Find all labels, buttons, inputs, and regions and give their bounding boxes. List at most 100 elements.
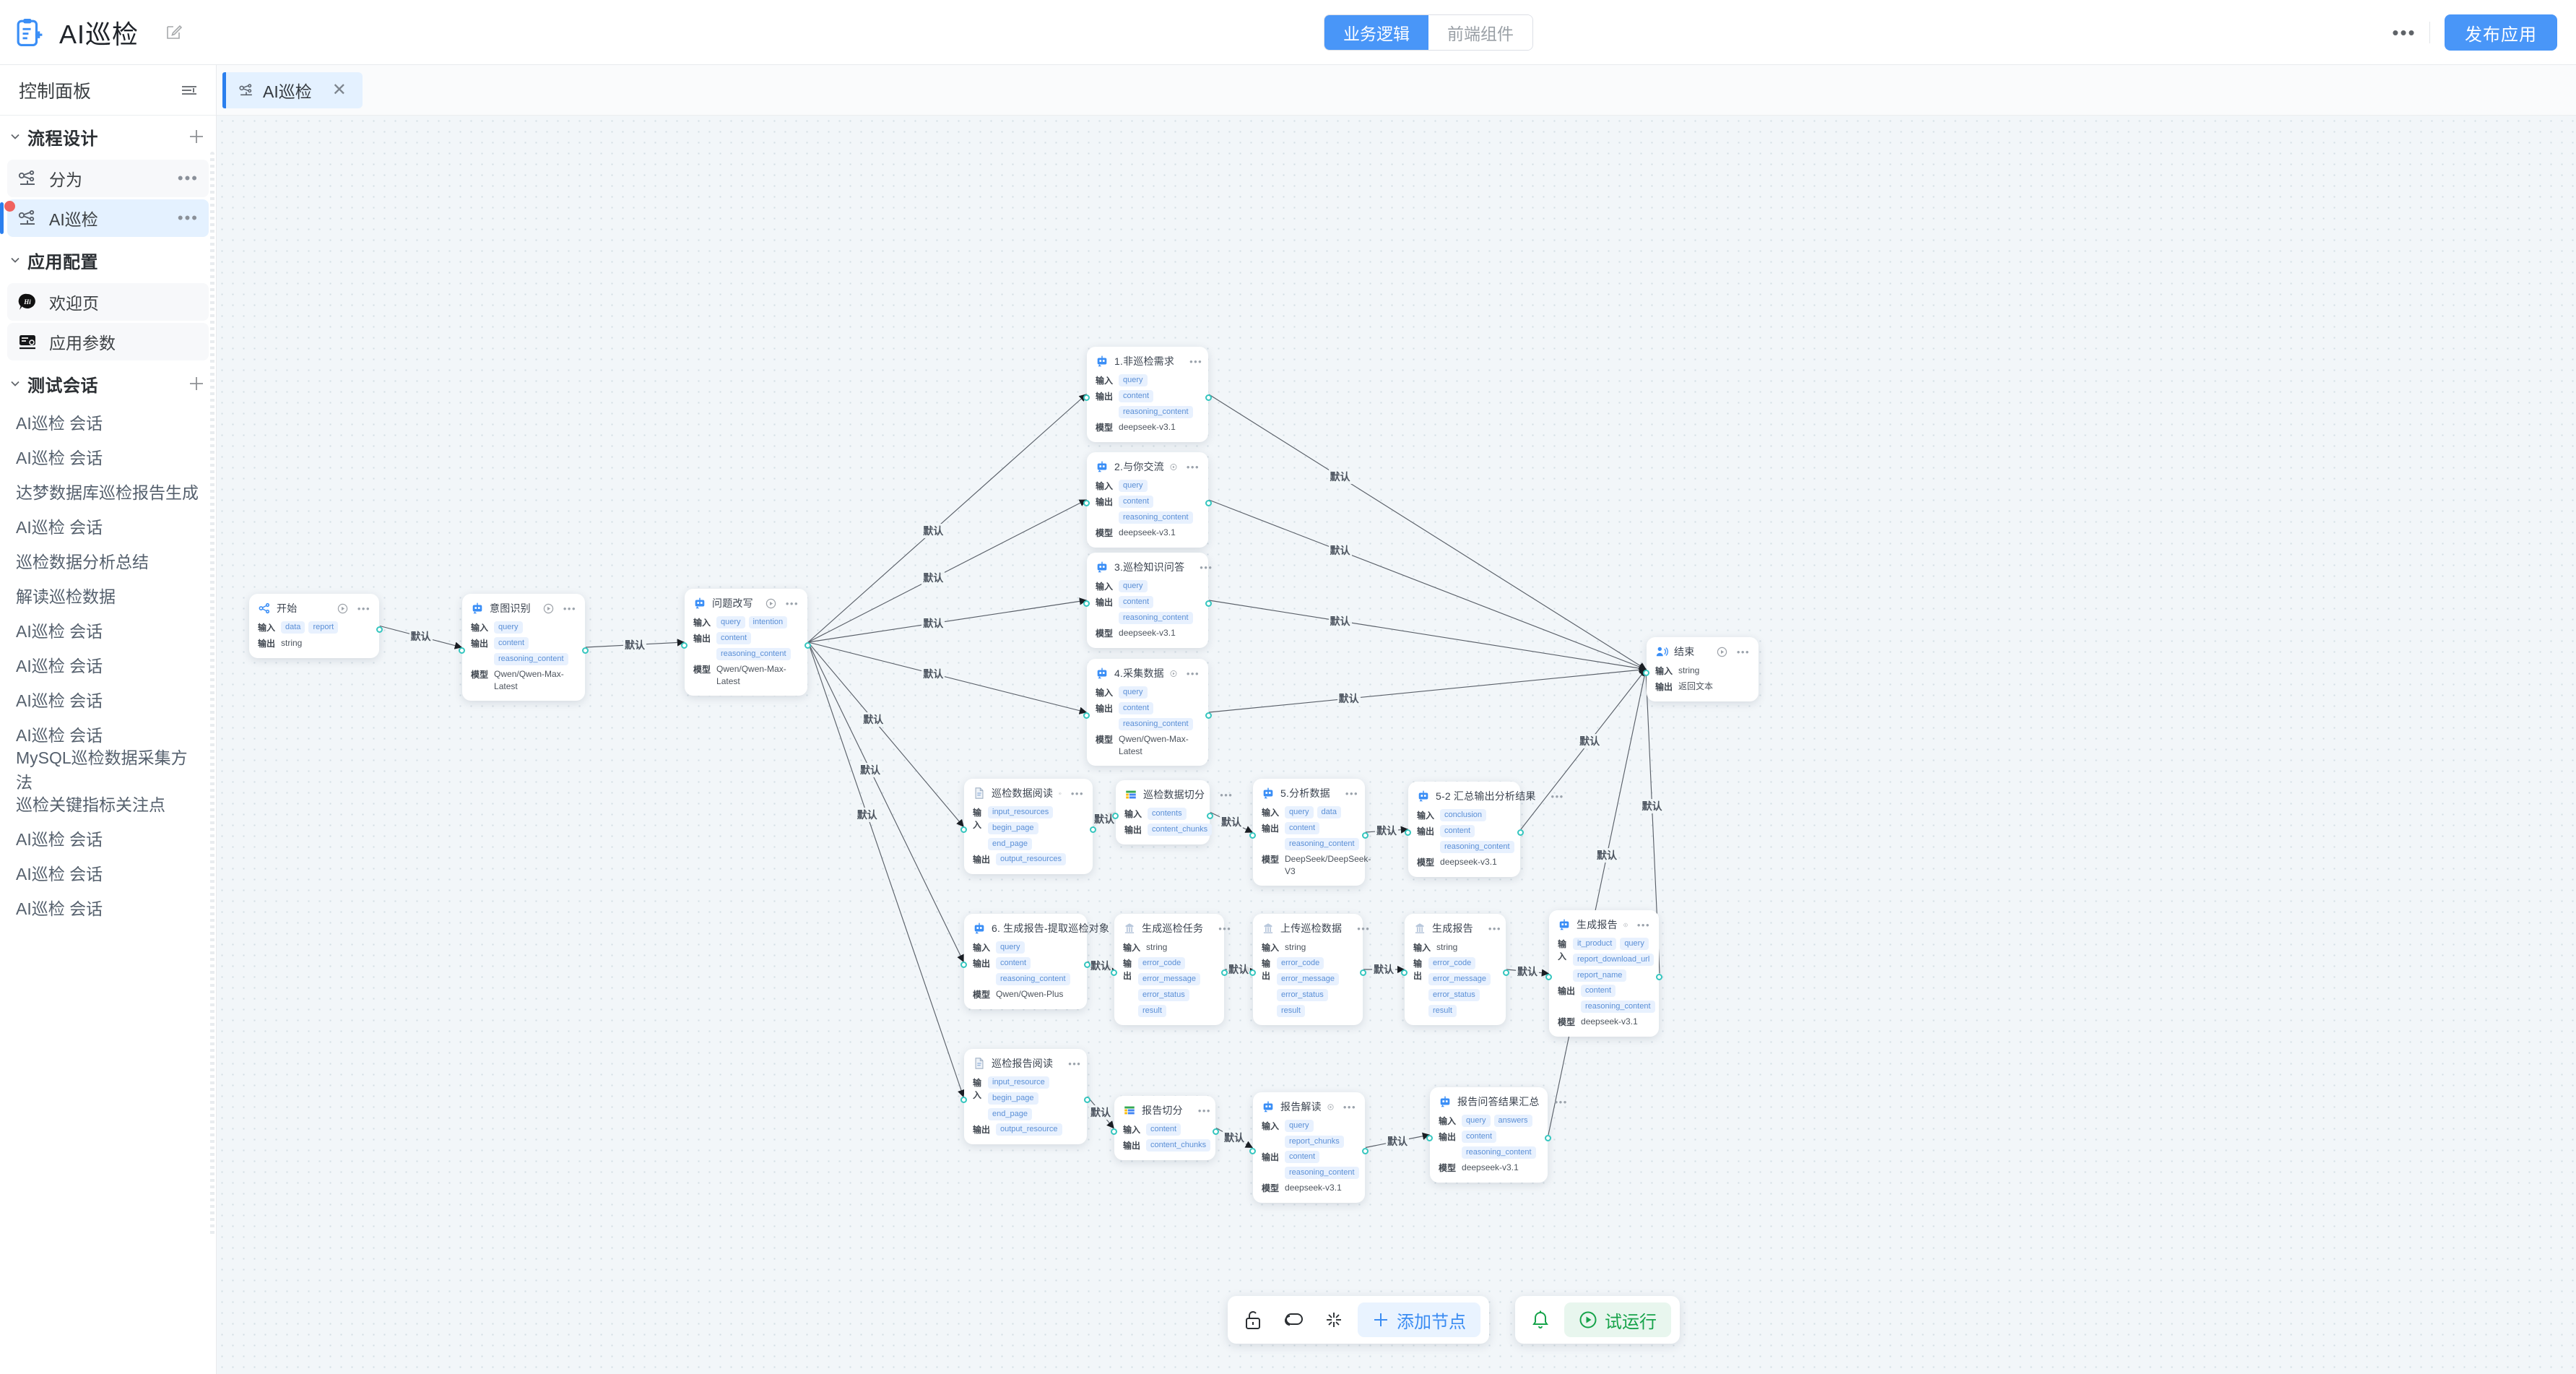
sidebar-section-test-sessions[interactable]: 测试会话 [0,363,216,405]
session-item[interactable]: AI巡检 会话 [0,890,216,925]
session-item[interactable]: MySQL巡检数据采集方法 [0,751,216,786]
flow-node[interactable]: 6. 生成报告-提取巡检对象 ••• 输入query 输出contentreas… [964,914,1087,1009]
node-more-icon[interactable]: ••• [1551,791,1564,802]
flow-edge[interactable] [808,642,1086,712]
node-output-port[interactable] [1213,1128,1219,1135]
node-input-port[interactable] [960,826,967,833]
try-run-button[interactable]: 试运行 [1564,1302,1671,1337]
node-output-port[interactable] [1362,832,1369,839]
link-icon[interactable] [1277,1303,1310,1336]
session-item[interactable]: AI巡检 会话 [0,821,216,855]
node-input-port[interactable] [1083,712,1090,719]
plus-icon[interactable] [188,376,204,392]
node-more-icon[interactable]: ••• [1068,1058,1081,1069]
flow-node[interactable]: 结束 ••• 输入string 输出返回文本 [1647,637,1758,701]
node-input-port[interactable] [459,647,465,654]
flow-node[interactable]: 1.非巡检需求 ••• 输入query 输出contentreasoning_c… [1087,347,1208,442]
node-input-port[interactable] [1083,394,1090,401]
flow-edge[interactable] [1209,394,1646,670]
node-output-port[interactable] [376,626,383,633]
flow-node[interactable]: 3.巡检知识问答 ••• 输入query 输出contentreasoning_… [1087,553,1208,648]
flow-node[interactable]: 报告解读 ••• 输入queryreport_chunks 输出contentr… [1253,1092,1365,1203]
sidebar-section-app-config[interactable]: 应用配置 [0,239,216,281]
node-more-icon[interactable]: ••• [1198,1105,1211,1116]
more-horizontal-icon[interactable]: ••• [2388,16,2421,49]
sidebar-item-more-icon[interactable]: ••• [178,169,199,188]
session-item[interactable]: AI巡检 会话 [0,613,216,647]
node-more-icon[interactable]: ••• [1071,788,1084,799]
run-node-icon[interactable] [1059,788,1062,799]
session-item[interactable]: AI巡检 会话 [0,405,216,439]
flow-node[interactable]: 巡检数据切分 ••• 输入contents 输出content_chunks [1116,780,1210,844]
flow-edge[interactable] [1209,670,1646,713]
session-item[interactable]: 达梦数据库巡检报告生成 [0,474,216,509]
node-input-port[interactable] [1249,1148,1256,1154]
sidebar-item-app-parameters[interactable]: 应用参数 [7,323,209,360]
sparkle-icon[interactable] [1317,1303,1350,1336]
node-input-port[interactable] [1405,829,1411,836]
node-output-port[interactable] [1205,712,1212,719]
node-more-icon[interactable]: ••• [1220,790,1233,800]
flow-edge[interactable] [808,642,963,1097]
flow-node[interactable]: 4.采集数据 ••• 输入query 输出contentreasoning_co… [1087,659,1208,766]
node-output-port[interactable] [1221,969,1228,976]
sidebar-item-ai-inspection[interactable]: AI巡检 ••• [7,199,209,237]
node-input-port[interactable] [960,962,967,968]
flow-node[interactable]: 报告问答结果汇总 ••• 输入queryanswers 输出contentrea… [1430,1087,1548,1183]
sidebar-section-flow-design[interactable]: 流程设计 [0,116,216,157]
node-output-port[interactable] [1090,826,1096,833]
tab-frontend-components[interactable]: 前端组件 [1428,15,1532,50]
node-input-port[interactable] [1112,813,1119,819]
node-more-icon[interactable]: ••• [1737,647,1750,657]
flow-edge[interactable] [808,600,1086,642]
flow-node[interactable]: 5.分析数据 ••• 输入querydata 输出contentreasonin… [1253,779,1365,886]
run-node-icon[interactable] [1717,647,1727,657]
flow-node[interactable]: 生成报告 ••• 输入string 输出error_codeerror_mess… [1405,914,1506,1025]
node-input-port[interactable] [1083,500,1090,506]
flow-node[interactable]: 生成报告 ••• 输入it_productqueryreport_downloa… [1549,910,1659,1037]
node-input-port[interactable] [1249,832,1256,839]
flow-node[interactable]: 开始 ••• 输入datareport 输出string [249,594,379,658]
sidebar-scrollbar[interactable] [210,152,214,1235]
node-output-port[interactable] [1656,974,1662,980]
node-output-port[interactable] [1362,1148,1369,1154]
node-output-port[interactable] [1207,813,1213,819]
run-node-icon[interactable] [1170,668,1177,679]
bell-icon[interactable] [1524,1303,1557,1336]
node-input-port[interactable] [1426,1135,1433,1141]
node-more-icon[interactable]: ••• [1200,562,1213,573]
run-node-icon[interactable] [337,603,348,614]
collapse-panel-icon[interactable] [181,85,197,96]
node-input-port[interactable] [1643,670,1649,676]
run-node-icon[interactable] [543,603,554,614]
session-item[interactable]: AI巡检 会话 [0,855,216,890]
node-input-port[interactable] [1401,969,1408,976]
node-input-port[interactable] [960,1097,967,1103]
run-node-icon[interactable] [1327,1102,1334,1112]
flow-node[interactable]: 巡检数据阅读 ••• 输入input_resourcesbegin_pageen… [964,779,1093,874]
flow-node[interactable]: 报告切分 ••• 输入content 输出content_chunks [1114,1096,1215,1160]
node-input-port[interactable] [1249,969,1256,976]
session-item[interactable]: AI巡检 会话 [0,439,216,474]
node-output-port[interactable] [1084,1097,1090,1103]
run-node-icon[interactable] [766,598,776,609]
flow-node[interactable]: 5-2 汇总输出分析结果 ••• 输入conclusion 输出contentr… [1408,782,1520,877]
view-mode-segmented-control[interactable]: 业务逻辑 前端组件 [1324,14,1533,51]
flow-node[interactable]: 巡检报告阅读 ••• 输入input_resourcebegin_pageend… [964,1049,1087,1144]
node-output-port[interactable] [1503,969,1509,976]
tab-ai-inspection[interactable]: AI巡检 ✕ [222,72,363,108]
run-node-icon[interactable] [1623,920,1628,930]
flow-node[interactable]: 2.与你交流 ••• 输入query 输出contentreasoning_co… [1087,452,1208,548]
node-output-port[interactable] [1205,500,1212,506]
node-output-port[interactable] [1084,962,1090,968]
flow-node[interactable]: 问题改写 ••• 输入queryintention 输出contentreaso… [685,589,807,696]
node-more-icon[interactable]: ••• [1637,920,1650,930]
plus-icon[interactable] [188,129,204,144]
node-more-icon[interactable]: ••• [563,603,576,614]
node-more-icon[interactable]: ••• [1343,1102,1356,1112]
node-more-icon[interactable]: ••• [1488,923,1501,934]
flow-edge[interactable] [808,394,1086,642]
session-item[interactable]: 解读巡检数据 [0,578,216,613]
session-item[interactable]: AI巡检 会话 [0,682,216,717]
node-output-port[interactable] [805,642,811,649]
